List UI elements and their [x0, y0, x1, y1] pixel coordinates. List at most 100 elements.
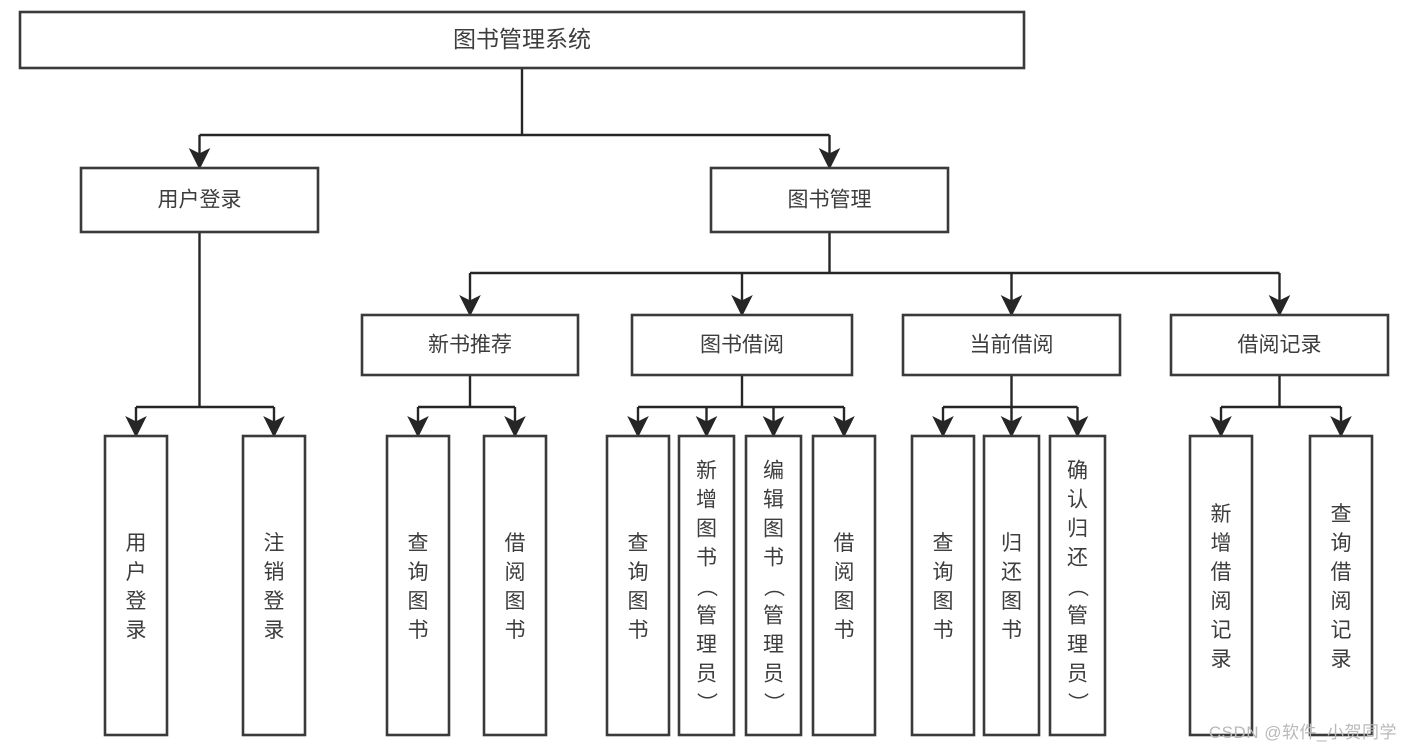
node-book-management-label: 图书管理 [788, 189, 872, 212]
svg-text:增: 增 [1211, 532, 1232, 555]
svg-text:新: 新 [1211, 503, 1232, 526]
node-layer: 图书管理系统用户登录图书管理新书推荐图书借阅当前借阅借阅记录用户登录注销登录查询… [18, 10, 1390, 737]
svg-text:录: 录 [264, 619, 285, 642]
svg-text:书: 书 [408, 619, 429, 642]
svg-text:（: （ [1066, 576, 1089, 597]
svg-text:理: 理 [1067, 634, 1088, 657]
node-leaf-query-record[interactable] [1308, 434, 1374, 737]
svg-text:阅: 阅 [834, 561, 855, 584]
svg-text:）: ） [695, 692, 718, 713]
svg-text:辑: 辑 [763, 489, 784, 512]
svg-text:还: 还 [1067, 547, 1088, 570]
svg-text:员: 员 [763, 663, 784, 686]
svg-text:借: 借 [1211, 561, 1232, 584]
svg-text:新: 新 [696, 460, 717, 483]
svg-text:书: 书 [834, 619, 855, 642]
node-leaf-return-book[interactable] [982, 434, 1041, 737]
svg-text:图: 图 [628, 590, 649, 613]
svg-text:销: 销 [264, 561, 285, 584]
svg-text:阅: 阅 [505, 561, 526, 584]
svg-text:书: 书 [696, 547, 717, 570]
node-user-login[interactable] [79, 166, 320, 234]
svg-text:（: （ [695, 576, 718, 597]
svg-text:登: 登 [126, 590, 147, 613]
svg-text:归: 归 [1067, 518, 1088, 541]
node-new-book-recommend-label: 新书推荐 [428, 334, 512, 357]
svg-text:阅: 阅 [1331, 590, 1352, 613]
svg-text:查: 查 [408, 532, 429, 555]
node-book-borrow[interactable] [630, 313, 854, 377]
svg-text:管: 管 [763, 605, 784, 628]
node-user-login-label: 用户登录 [158, 189, 242, 212]
node-leaf-logout-login[interactable] [241, 434, 307, 737]
node-book-management[interactable] [709, 166, 950, 234]
svg-text:询: 询 [933, 561, 954, 584]
node-book-borrow-label: 图书借阅 [700, 334, 784, 357]
svg-text:询: 询 [628, 561, 649, 584]
connector-layer [125, 68, 1352, 438]
node-leaf-add-record[interactable] [1188, 434, 1254, 737]
svg-text:录: 录 [1211, 648, 1232, 671]
svg-text:询: 询 [1331, 532, 1352, 555]
svg-text:录: 录 [1331, 648, 1352, 671]
svg-text:借: 借 [505, 532, 526, 555]
svg-text:书: 书 [1001, 619, 1022, 642]
svg-text:理: 理 [696, 634, 717, 657]
svg-text:员: 员 [696, 663, 717, 686]
node-root-label: 图书管理系统 [453, 26, 591, 52]
svg-text:图: 图 [696, 518, 717, 541]
svg-text:登: 登 [264, 590, 285, 613]
svg-text:归: 归 [1001, 532, 1022, 555]
node-leaf-query-book-3[interactable] [910, 434, 976, 737]
node-leaf-add-book[interactable] [677, 434, 736, 737]
svg-text:借: 借 [1331, 561, 1352, 584]
svg-text:管: 管 [696, 605, 717, 628]
svg-text:）: ） [762, 692, 785, 713]
svg-text:增: 增 [696, 489, 717, 512]
node-leaf-query-book-2[interactable] [605, 434, 671, 737]
node-leaf-borrow-book-1[interactable] [482, 434, 548, 737]
svg-text:图: 图 [408, 590, 429, 613]
svg-text:管: 管 [1067, 605, 1088, 628]
node-borrow-record[interactable] [1169, 313, 1390, 377]
svg-text:书: 书 [505, 619, 526, 642]
svg-text:）: ） [1066, 692, 1089, 713]
svg-text:查: 查 [1331, 503, 1352, 526]
node-root[interactable] [18, 10, 1026, 70]
svg-text:查: 查 [628, 532, 649, 555]
node-new-book-recommend[interactable] [360, 313, 580, 377]
svg-text:确: 确 [1067, 460, 1088, 483]
svg-text:询: 询 [408, 561, 429, 584]
node-leaf-borrow-book-2[interactable] [811, 434, 877, 737]
svg-text:用: 用 [126, 532, 147, 555]
svg-text:户: 户 [126, 561, 147, 584]
svg-text:书: 书 [628, 619, 649, 642]
node-leaf-edit-book[interactable] [744, 434, 803, 737]
node-leaf-confirm-return[interactable] [1048, 434, 1107, 737]
svg-text:图: 图 [763, 518, 784, 541]
svg-text:书: 书 [933, 619, 954, 642]
node-current-borrow[interactable] [901, 313, 1122, 377]
svg-text:查: 查 [933, 532, 954, 555]
node-leaf-query-book-1[interactable] [385, 434, 451, 737]
svg-text:图: 图 [1001, 590, 1022, 613]
svg-text:阅: 阅 [1211, 590, 1232, 613]
node-leaf-user-login[interactable] [103, 434, 169, 737]
node-borrow-record-label: 借阅记录 [1238, 334, 1322, 357]
svg-text:员: 员 [1067, 663, 1088, 686]
svg-text:记: 记 [1331, 619, 1352, 642]
svg-text:图: 图 [834, 590, 855, 613]
svg-text:编: 编 [763, 460, 784, 483]
